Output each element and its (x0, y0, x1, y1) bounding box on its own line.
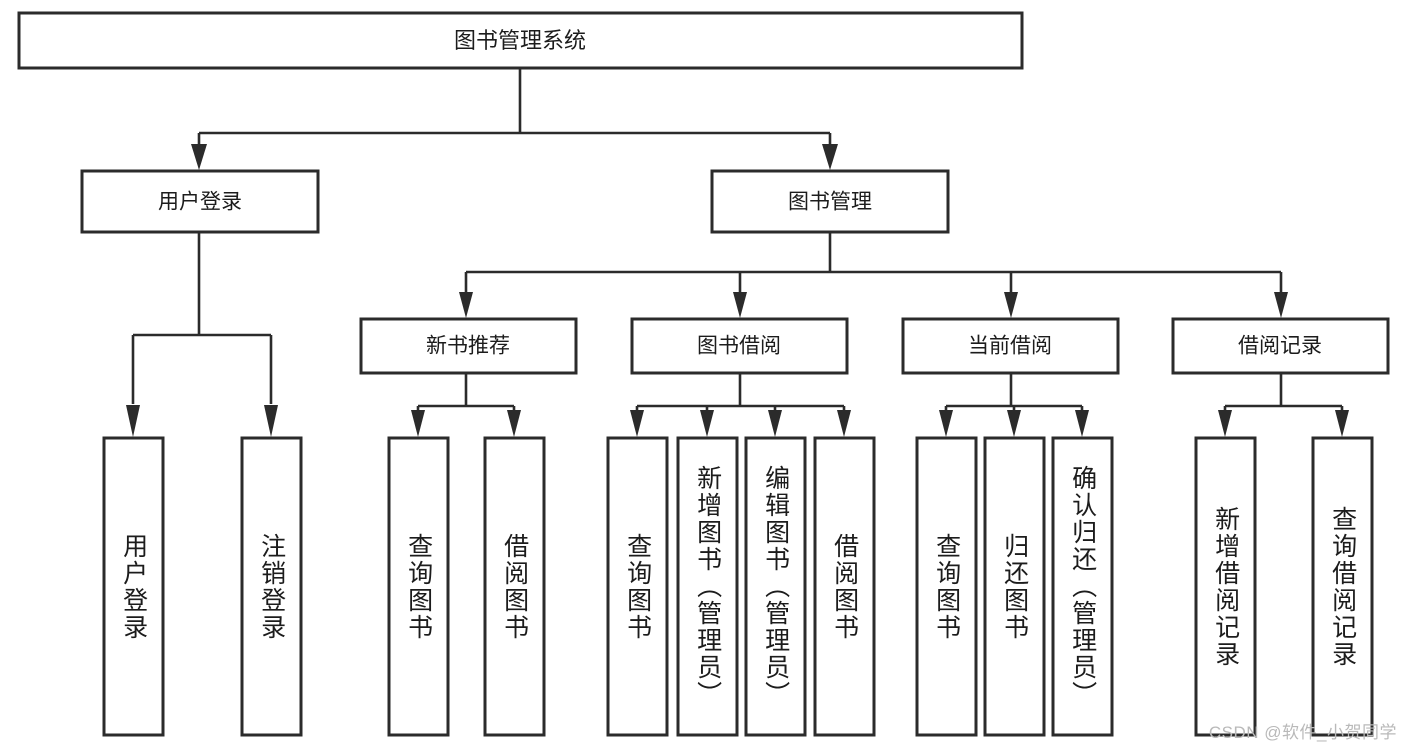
node-book-management[interactable]: 图书管理 (710, 169, 950, 234)
node-book-borrow-box[interactable] (630, 317, 849, 375)
arrowhead-leaf-3 (411, 410, 425, 437)
connector-group-new-book (411, 373, 521, 437)
arrowhead-borrow-record (1274, 292, 1288, 318)
leaf-box-7[interactable] (744, 436, 807, 737)
leaf-box-11[interactable] (1051, 436, 1114, 737)
node-book-borrow-label: 图书借阅 (697, 335, 781, 358)
node-borrow-record-label: 借阅记录 (1238, 335, 1322, 358)
node-current-borrow-box[interactable] (901, 317, 1120, 375)
node-user-login-box[interactable] (80, 169, 320, 234)
leaf-box-9[interactable] (915, 436, 978, 737)
connector-group-current-borrow (939, 373, 1089, 437)
node-user-login-label: 用户登录 (158, 191, 242, 214)
arrowhead-leaf-5 (630, 410, 644, 437)
leaf-box-6[interactable] (676, 436, 739, 737)
arrowhead-current-borrow (1004, 292, 1018, 318)
node-user-login[interactable]: 用户登录 (80, 169, 320, 234)
leaf-box-5[interactable] (606, 436, 669, 737)
leaf-box-1[interactable] (102, 436, 165, 737)
arrowhead-leaf-7 (768, 410, 782, 437)
leaf-box-4[interactable] (483, 436, 546, 737)
arrowhead-leaf-11 (1075, 410, 1089, 437)
connector-group-user-login (126, 232, 278, 437)
node-new-book-recommend-label: 新书推荐 (426, 335, 510, 358)
connector-group-borrow-record (1218, 373, 1349, 437)
arrowhead-borrow-book (733, 292, 747, 318)
node-book-management-label: 图书管理 (788, 191, 872, 214)
arrowhead-leaf-4 (507, 410, 521, 437)
leaf-box-3[interactable] (387, 436, 450, 737)
node-root[interactable]: 图书管理系统 (17, 11, 1024, 70)
arrowhead-leaf-1 (126, 405, 140, 437)
leaf-box-10[interactable] (983, 436, 1046, 737)
arrowhead-leaf-12 (1218, 410, 1232, 437)
node-current-borrow-label: 当前借阅 (968, 335, 1052, 358)
arrowhead-user-login (191, 144, 207, 170)
arrowhead-leaf-6 (700, 410, 714, 437)
leaf-box-12[interactable] (1194, 436, 1257, 737)
arrowhead-leaf-2 (264, 405, 278, 437)
connector-group-root (191, 68, 838, 170)
arrowhead-leaf-8 (837, 410, 851, 437)
node-root-box[interactable] (17, 11, 1024, 70)
arrowhead-leaf-13 (1335, 410, 1349, 437)
connector-group-book-mgmt (459, 232, 1288, 318)
node-root-label: 图书管理系统 (454, 28, 586, 53)
node-current-borrow[interactable]: 当前借阅 (901, 317, 1120, 375)
leaf-box-8[interactable] (813, 436, 876, 737)
leaf-box-2[interactable] (240, 436, 303, 737)
leaf-boxes (102, 436, 1374, 737)
arrowhead-book-mgmt (822, 144, 838, 170)
node-borrow-record-box[interactable] (1171, 317, 1390, 375)
arrowhead-leaf-9 (939, 410, 953, 437)
leaf-box-13[interactable] (1311, 436, 1374, 737)
watermark-text: CSDN @软件_小贺同学 (1208, 723, 1397, 742)
arrowhead-new-book (459, 292, 473, 318)
node-new-book-recommend-box[interactable] (359, 317, 578, 375)
connector-group-borrow-book (630, 373, 851, 437)
node-borrow-record[interactable]: 借阅记录 (1171, 317, 1390, 375)
node-book-borrow[interactable]: 图书借阅 (630, 317, 849, 375)
node-new-book-recommend[interactable]: 新书推荐 (359, 317, 578, 375)
arrowhead-leaf-10 (1007, 410, 1021, 437)
node-book-management-box[interactable] (710, 169, 950, 234)
